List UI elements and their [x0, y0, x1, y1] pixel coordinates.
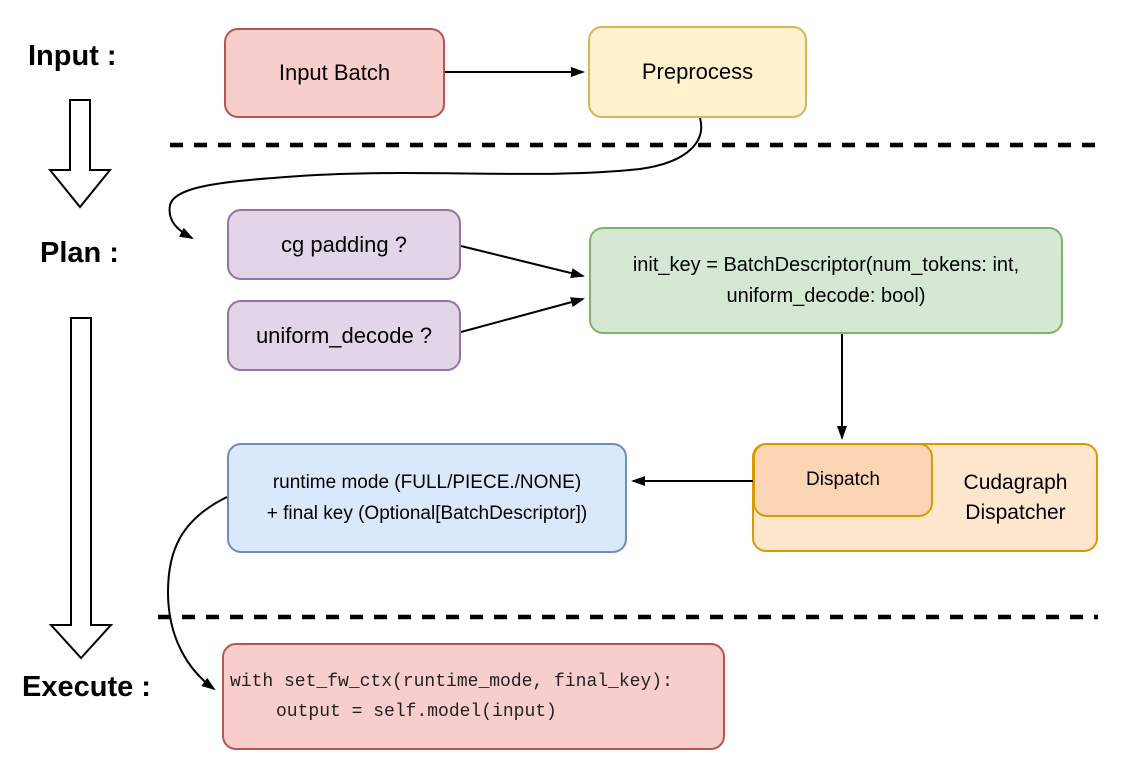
execute-code-line1: with set_fw_ctx(runtime_mode, final_key)… [230, 671, 673, 692]
node-init-key-line2: uniform_decode: bool) [726, 284, 926, 307]
node-cg-padding-label: cg padding ? [281, 231, 407, 257]
block-arrow-input-to-plan [47, 99, 113, 209]
node-input-batch: Input Batch [224, 28, 445, 118]
arrow-runtime-mode-to-execute-code [166, 496, 228, 691]
node-runtime-mode-line2: + final key (Optional[BatchDescriptor]) [266, 503, 588, 524]
node-cudagraph-dispatcher-label: Cudagraph Dispatcher [933, 443, 1098, 552]
node-preprocess: Preprocess [588, 26, 807, 118]
node-cudagraph-line1: Cudagraph [963, 470, 1068, 494]
node-uniform-decode: uniform_decode ? [227, 300, 461, 371]
node-runtime-mode-line1: runtime mode (FULL/PIECE./NONE) [272, 472, 582, 493]
stage-label-input: Input : [28, 40, 117, 72]
arrow-uniform-decode-to-init-key [460, 297, 585, 333]
stage-label-plan: Plan : [40, 237, 119, 269]
node-input-batch-label: Input Batch [278, 60, 391, 86]
node-cudagraph-line2: Dispatcher [965, 500, 1066, 524]
stage-label-execute: Execute : [22, 671, 151, 703]
node-dispatch-label: Dispatch [806, 469, 880, 491]
execute-code-line2: output = self.model(input) [276, 701, 557, 722]
node-dispatch: Dispatch [753, 443, 933, 517]
node-runtime-mode: runtime mode (FULL/PIECE./NONE) + final … [227, 443, 627, 553]
node-uniform-decode-label: uniform_decode ? [255, 322, 433, 348]
node-execute-code: with set_fw_ctx(runtime_mode, final_key)… [222, 643, 725, 750]
block-arrow-plan-to-execute [48, 317, 114, 660]
node-init-key-line1: init_key = BatchDescriptor(num_tokens: i… [632, 253, 1020, 276]
node-init-key: init_key = BatchDescriptor(num_tokens: i… [589, 227, 1063, 334]
node-cg-padding: cg padding ? [227, 209, 461, 280]
arrow-cg-padding-to-init-key [460, 245, 585, 278]
node-preprocess-label: Preprocess [641, 59, 754, 85]
